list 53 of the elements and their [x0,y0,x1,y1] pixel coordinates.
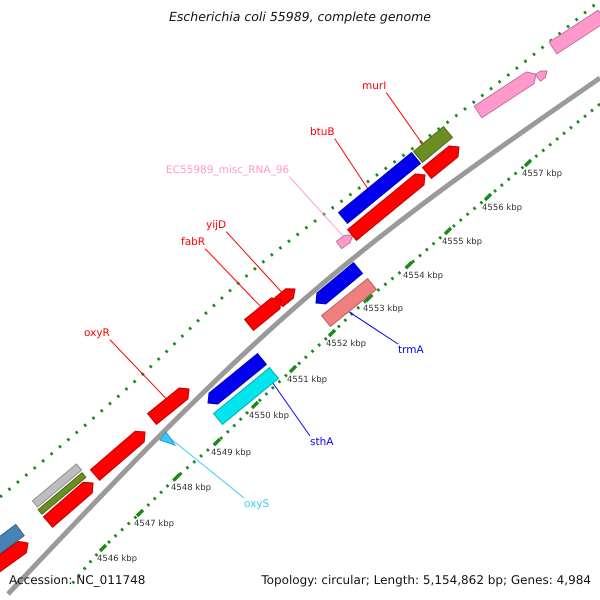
tick-label: 4546 kbp [97,554,138,564]
gene-feature [473,71,537,119]
tick-label: 4557 kbp [522,169,562,180]
tick-label: 4556 kbp [482,203,522,214]
gene-feature [42,482,94,528]
tick-label: 4554 kbp [403,271,444,282]
gene-feature [0,540,29,572]
gene-label: sthA [310,436,334,449]
leader-line [288,176,344,237]
gene-feature [534,70,548,82]
gene-feature [422,145,460,180]
gene-feature [146,387,190,426]
gene-label: EC55989_misc_RNA_96 [166,164,290,177]
gene-feature [32,463,82,508]
leader-line [386,92,424,145]
gene-feature [0,524,25,554]
gene-label: murI [362,80,386,93]
gene-label: fabR [181,236,206,249]
leader-line [226,231,282,293]
leader-line [170,438,244,498]
gene-feature [548,9,600,55]
map-title: Escherichia coli 55989, complete genome [168,9,432,24]
gene-label: oxyS [244,498,270,511]
tick-label: 4549 kbp [211,448,252,458]
leader-line [109,339,167,400]
leader-line [348,311,398,344]
leader-line [334,138,368,190]
tick-label: 4547 kbp [134,519,174,530]
gene-feature [412,126,454,164]
gene-label: btuB [310,126,335,139]
tick-label: 4553 kbp [363,304,404,314]
gene-label: oxyR [84,327,110,340]
leader-line [204,248,262,308]
gene-feature [244,297,282,332]
tick-label: 4548 kbp [171,483,212,494]
gene-label: yijD [206,219,226,232]
gene-label: trmA [398,344,424,357]
gene-feature [315,262,364,304]
gene-feature [346,174,426,242]
tick-label: 4552 kbp [326,339,366,350]
gene-feature [207,352,268,405]
gene-feature [37,472,87,515]
leader-line [272,382,310,436]
gene-feature [159,431,176,446]
accession-label: Accession: NC_011748 [9,573,146,588]
genome-stats-label: Topology: circular; Length: 5,154,862 bp; Genes: 4,984 [261,573,591,588]
tick-label: 4555 kbp [442,237,482,248]
gene-feature [274,288,296,308]
gene-feature [90,430,146,482]
gene-feature [338,152,422,224]
gene-feature [336,234,354,250]
tick-label: 4550 kbp [249,411,290,422]
tick-label: 4551 kbp [287,375,328,386]
